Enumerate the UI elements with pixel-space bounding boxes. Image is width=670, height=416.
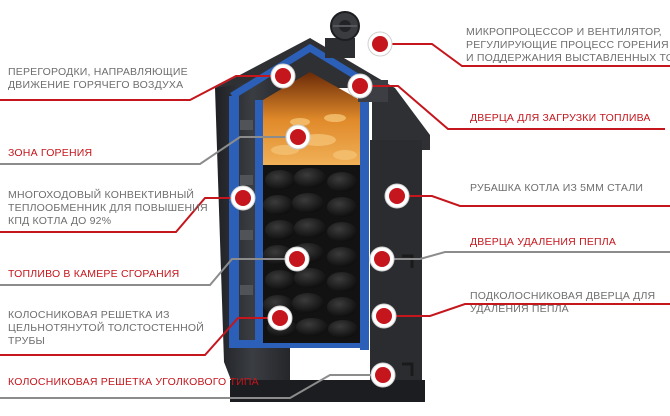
leader-grate-angle [0,374,383,399]
label-ash-door: ДВЕРЦА УДАЛЕНИЯ ПЕПЛА [470,236,617,248]
label-heat-exchanger-line-1: МНОГОХОДОВЫЙ КОНВЕКТИВНЫЙ [8,189,195,201]
label-grate-angle: КОЛОСНИКОВАЯ РЕШЕТКА УГОЛКОВОГО ТИПА [8,376,259,388]
ash-door-handles [402,254,414,376]
label-grate-solid: КОЛОСНИКОВАЯ РЕШЕТКА ИЗ ЦЕЛЬНОТЯНУТОЙ ТО… [8,309,204,348]
label-partitions-line-1: ПЕРЕГОРОДКИ, НАПРАВЛЯЮЩИЕ [8,66,188,78]
leader-fuel-chamber [0,258,297,286]
combustion-zone-fire [263,72,360,168]
label-partitions: ПЕРЕГОРОДКИ, НАПРАВЛЯЮЩИЕ ДВИЖЕНИЕ ГОРЯЧ… [8,66,188,92]
leader-jacket [397,195,670,207]
label-microprocessor: МИКРОПРОЦЕССОР И ВЕНТИЛЯТОР, РЕГУЛИРУЮЩИ… [466,26,670,65]
leader-ash-door [382,251,670,260]
marker-heat-exchanger [230,185,256,211]
label-microprocessor-line-3: И ПОДДЕРЖАНИЯ ВЫСТАВЛЕННЫХ ТО [466,52,670,64]
water-jacket-inner-wall [255,100,263,345]
label-microprocessor-line-1: МИКРОПРОЦЕССОР И ВЕНТИЛЯТОР, [466,26,662,38]
label-microprocessor-line-2: РЕГУЛИРУЮЩИЕ ПРОЦЕСС ГОРЕНИЯ [466,39,669,51]
marker-fuel-chamber [284,246,310,272]
leader-under-grate [384,303,670,317]
leader-lines [0,43,670,399]
leader-fuel-door [360,85,665,130]
marker-fuel-door [347,73,373,99]
marker-combustion [285,124,311,150]
label-heat-exchanger: МНОГОХОДОВЫЙ КОНВЕКТИВНЫЙ ТЕПЛООБМЕННИК … [8,189,208,228]
leader-partitions [0,75,283,101]
water-jacket-left [229,96,239,346]
leader-grate-solid [0,317,280,356]
boiler-roof [215,38,430,150]
label-grate-solid-line-3: ТРУБЫ [8,335,46,347]
label-heat-exchanger-line-3: КПД КОТЛА ДО 92% [8,215,112,227]
marker-jacket [384,183,410,209]
convection-baffles [240,120,253,295]
water-jacket-right [360,100,369,350]
label-heat-exchanger-line-2: ТЕПЛООБМЕННИК ДЛЯ ПОВЫШЕНИЯ [8,202,208,214]
label-grate-solid-line-2: ЦЕЛЬНОТЯНУТОЙ ТОЛСТОСТЕННОЙ [8,322,205,334]
label-under-grate-door: ПОДКОЛОСНИКОВАЯ ДВЕРЦА ДЛЯ УДАЛЕНИЯ ПЕПЛ… [470,290,655,316]
fan-unit [325,11,360,58]
label-partitions-line-2: ДВИЖЕНИЕ ГОРЯЧЕГО ВОЗДУХА [8,79,184,91]
label-jacket: РУБАШКА КОТЛА ИЗ 5ММ СТАЛИ [470,182,644,194]
leader-microprocessor [380,43,670,67]
marker-microprocessor [367,31,393,57]
marker-grate-angle [370,362,396,388]
label-under-grate-line-2: УДАЛЕНИЯ ПЕПЛА [470,303,569,315]
water-jacket-bottom [229,340,369,348]
leader-heat-exchanger [0,197,243,233]
callout-markers [230,31,410,388]
label-under-grate-line-1: ПОДКОЛОСНИКОВАЯ ДВЕРЦА ДЛЯ [470,290,656,302]
marker-grate-solid [267,305,293,331]
label-grate-solid-line-1: КОЛОСНИКОВАЯ РЕШЕТКА ИЗ [8,309,170,321]
marker-partitions [270,63,296,89]
label-combustion-zone: ЗОНА ГОРЕНИЯ [8,147,93,159]
leader-combustion [0,136,298,165]
marker-ash-door [369,246,395,272]
marker-under-grate [371,303,397,329]
label-fuel-door: ДВЕРЦА ДЛЯ ЗАГРУЗКИ ТОПЛИВА [470,112,651,124]
label-fuel-chamber: ТОПЛИВО В КАМЕРЕ СГОРАНИЯ [8,268,180,280]
